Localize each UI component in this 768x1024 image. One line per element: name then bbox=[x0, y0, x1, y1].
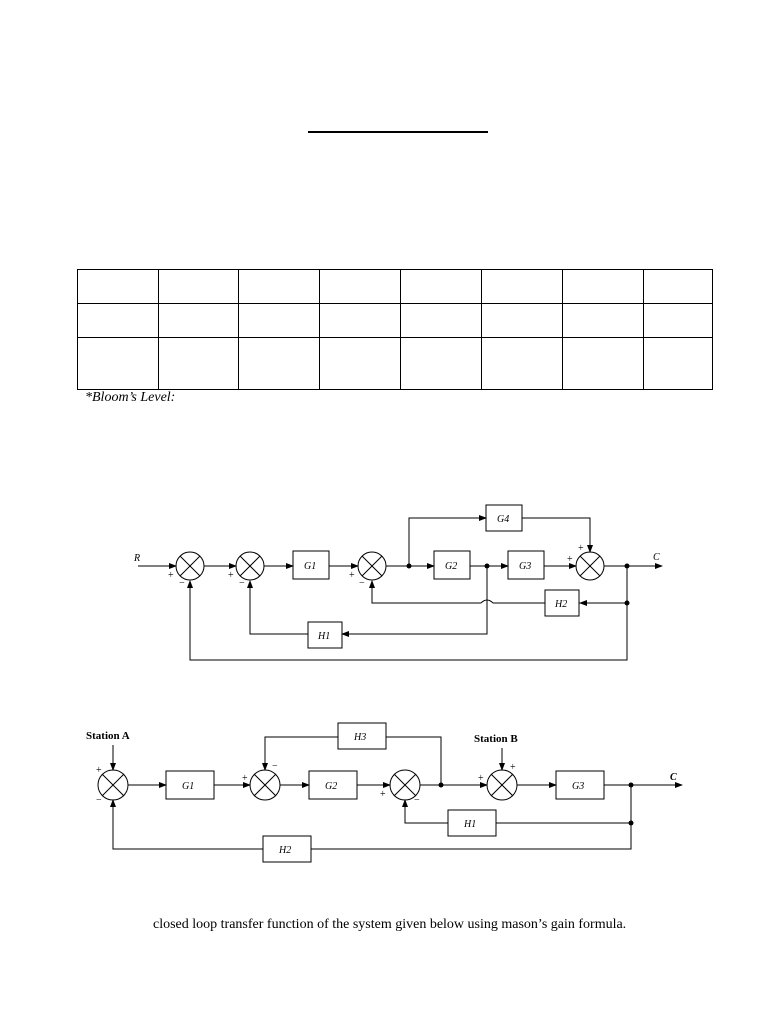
svg-text:−: − bbox=[359, 578, 365, 589]
svg-text:+: + bbox=[567, 554, 573, 565]
svg-text:+: + bbox=[510, 762, 516, 773]
station-b-label: Station B bbox=[474, 733, 518, 745]
block-diagram-2: Station A Station B C G1 G2 G3 H3 H1 H2 … bbox=[86, 722, 683, 863]
block-h2-label: H2 bbox=[554, 599, 567, 610]
block-h1-label: H1 bbox=[317, 631, 330, 642]
marks-table bbox=[77, 269, 713, 390]
summing-junction-1 bbox=[175, 551, 205, 581]
block-h2-label: H2 bbox=[278, 845, 291, 856]
table-row bbox=[77, 303, 713, 338]
svg-text:+: + bbox=[380, 789, 386, 800]
table-row bbox=[77, 337, 713, 390]
input-label-r: R bbox=[133, 553, 140, 564]
output-label-c: C bbox=[670, 772, 677, 783]
station-a-label: Station A bbox=[86, 730, 130, 742]
block-h1-label: H1 bbox=[463, 819, 476, 830]
summing-junction-2 bbox=[235, 551, 265, 581]
block-h3-label: H3 bbox=[353, 732, 366, 743]
svg-text:−: − bbox=[272, 761, 278, 772]
svg-text:+: + bbox=[478, 773, 484, 784]
blooms-level-label: *Bloom’s Level: bbox=[85, 390, 176, 405]
block-g2-label: G2 bbox=[445, 561, 457, 572]
summing-junction-a bbox=[97, 769, 129, 801]
block-g1-label: G1 bbox=[304, 561, 316, 572]
svg-text:−: − bbox=[239, 578, 245, 589]
svg-text:−: − bbox=[414, 795, 420, 806]
block-g3-label: G3 bbox=[519, 561, 531, 572]
summing-junction-3 bbox=[357, 551, 387, 581]
svg-text:+: + bbox=[242, 773, 248, 784]
svg-text:+: + bbox=[349, 570, 355, 581]
summing-junction-4 bbox=[575, 551, 605, 581]
svg-text:+: + bbox=[578, 543, 584, 554]
block-g4-label: G4 bbox=[497, 514, 509, 525]
svg-text:−: − bbox=[179, 578, 185, 589]
svg-text:−: − bbox=[96, 795, 102, 806]
svg-text:+: + bbox=[168, 570, 174, 581]
block-g3-label: G3 bbox=[572, 781, 584, 792]
output-label-c: C bbox=[653, 552, 660, 563]
table-row bbox=[77, 269, 713, 304]
title-underline bbox=[308, 131, 488, 133]
summing-junction-b bbox=[486, 769, 518, 801]
block-diagram-1: R C G1 G2 G3 G4 H2 H1 + − + − + − + + bbox=[133, 504, 663, 661]
block-g1-label: G1 bbox=[182, 781, 194, 792]
svg-text:+: + bbox=[96, 765, 102, 776]
question-text: closed loop transfer function of the sys… bbox=[153, 917, 627, 932]
block-g2-label: G2 bbox=[325, 781, 337, 792]
svg-text:+: + bbox=[228, 570, 234, 581]
summing-junction-2 bbox=[249, 769, 281, 801]
